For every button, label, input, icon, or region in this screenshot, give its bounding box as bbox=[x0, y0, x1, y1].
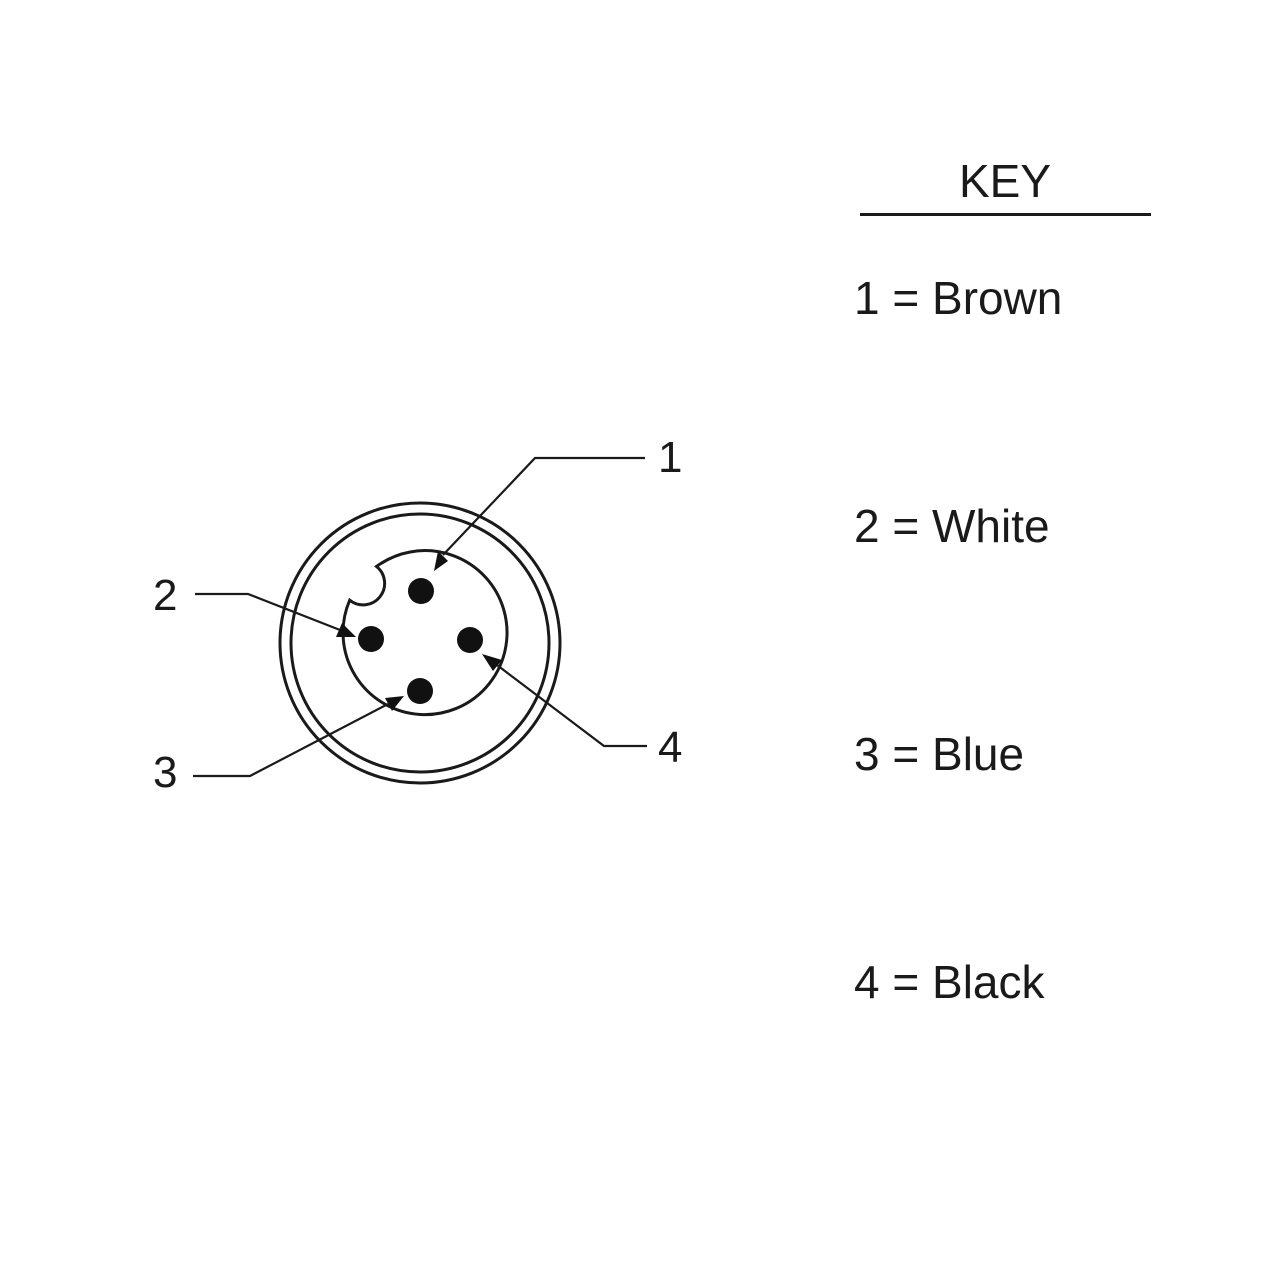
connector-outer-ring bbox=[278, 501, 562, 785]
pin-4 bbox=[457, 627, 483, 653]
leader-line-2 bbox=[195, 592, 341, 632]
callout-label-3: 3 bbox=[153, 748, 177, 797]
key-divider bbox=[860, 213, 1151, 216]
connector-inner-ring bbox=[289, 512, 551, 774]
key-entry-pin-3: 3 = Blue bbox=[854, 728, 1025, 780]
key-entry-pin-1: 1 = Brown bbox=[854, 272, 1063, 324]
pin-1 bbox=[408, 578, 434, 604]
leader-line-3 bbox=[193, 703, 389, 778]
arrowhead-1 bbox=[434, 551, 448, 571]
arrowhead-2 bbox=[336, 623, 356, 637]
leader-line-4 bbox=[496, 664, 647, 748]
arrowhead-4 bbox=[482, 654, 502, 671]
callout-label-2: 2 bbox=[153, 571, 177, 620]
key-entry-pin-4: 4 = Black bbox=[854, 956, 1045, 1008]
leader-line-1 bbox=[442, 456, 645, 556]
callout-label-4: 4 bbox=[658, 723, 682, 772]
pin-2 bbox=[358, 626, 384, 652]
pin-3 bbox=[407, 678, 433, 704]
key-entry-pin-2: 2 = White bbox=[854, 500, 1050, 552]
key-title: KEY bbox=[958, 155, 1052, 207]
callout-label-1: 1 bbox=[658, 433, 682, 482]
connector-insert-face bbox=[341, 549, 509, 717]
arrowhead-3 bbox=[385, 696, 404, 711]
